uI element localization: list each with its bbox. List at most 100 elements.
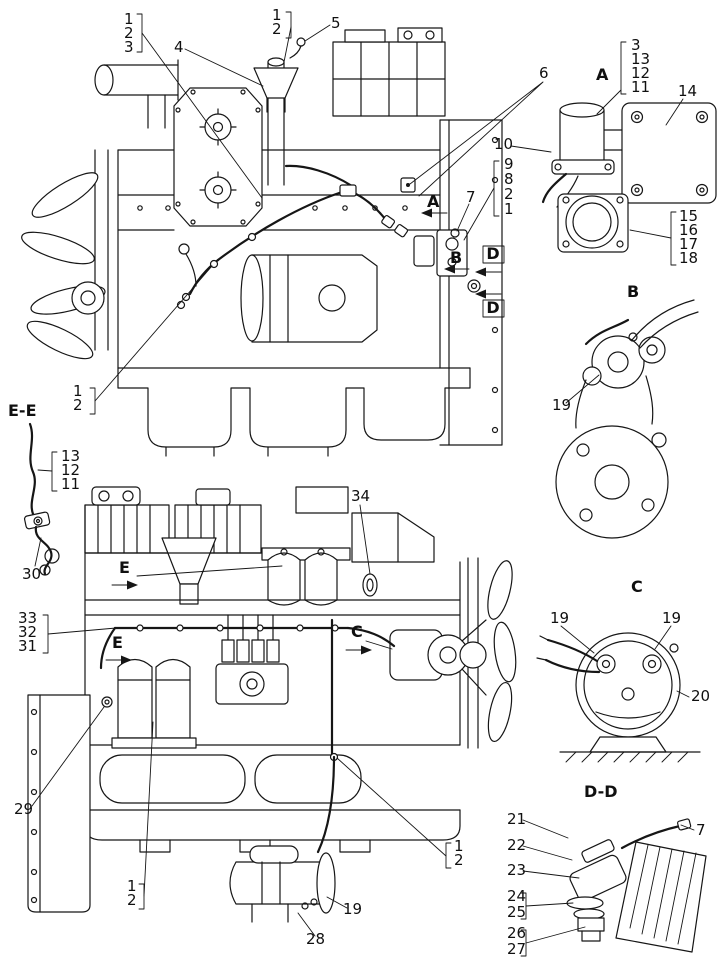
detail-b-label: B <box>627 282 639 301</box>
detail-a-view <box>541 102 717 253</box>
callout-4: 4 <box>174 38 184 56</box>
callout-12: 12 <box>631 64 650 82</box>
callout-5: 5 <box>331 14 341 32</box>
fan-assembly <box>21 149 109 360</box>
callout-20: 20 <box>691 687 710 705</box>
detail-ee-label: E-E <box>8 401 37 420</box>
fuel-filters <box>261 547 351 606</box>
callout-34: 34 <box>351 487 370 505</box>
section-a-arrow-icon <box>421 208 432 218</box>
section-marker-a: A <box>427 192 440 211</box>
callout-10: 10 <box>494 135 513 153</box>
callout-19: 19 <box>662 609 681 627</box>
starter-motor-side <box>240 254 378 343</box>
callout-7: 7 <box>466 188 476 206</box>
leader-lines <box>31 11 695 957</box>
starter-relay <box>541 102 615 208</box>
section-arrows <box>121 208 486 665</box>
callout-27: 27 <box>507 940 526 958</box>
flywheel-housing <box>413 119 503 446</box>
callout-8: 8 <box>504 170 514 188</box>
callout-29: 29 <box>14 800 33 818</box>
hose-clamp-34 <box>362 573 378 597</box>
section-e-arrow-icon <box>121 655 132 665</box>
section-d-arrow-icon <box>475 267 486 277</box>
callout-2: 2 <box>504 185 514 203</box>
callout-1: 1 <box>504 200 514 218</box>
callout-13: 13 <box>61 447 80 465</box>
callout-3: 3 <box>631 36 641 54</box>
section-e-arrow-icon <box>127 580 138 590</box>
flywheel-housing-left <box>27 694 91 913</box>
oil-filler-funnel <box>161 537 217 605</box>
section-marker-b: B <box>450 248 462 267</box>
callout-21: 21 <box>507 810 526 828</box>
callout-14: 14 <box>678 82 697 100</box>
callout-11: 11 <box>61 475 80 493</box>
callout-23: 23 <box>507 861 526 879</box>
section-marker-e: E <box>119 558 130 577</box>
harness-bottom <box>99 618 396 854</box>
relay-mount <box>559 736 701 763</box>
oil-pressure-sensor <box>566 818 692 942</box>
callout-25: 25 <box>507 903 526 921</box>
callout-26: 26 <box>507 924 526 942</box>
detail-c-label: C <box>631 577 643 596</box>
callout-2: 2 <box>272 20 282 38</box>
callout-2: 2 <box>454 851 464 869</box>
callout-2: 2 <box>127 891 137 909</box>
detail-ee-view <box>23 422 60 576</box>
injection-pump <box>215 614 289 705</box>
callout-31: 31 <box>18 637 37 655</box>
callout-18: 18 <box>679 249 698 267</box>
filler-funnel <box>253 37 306 186</box>
callout-19: 19 <box>550 609 569 627</box>
timing-cover <box>173 87 263 227</box>
callout-24: 24 <box>507 887 526 905</box>
intake-assembly <box>332 27 446 117</box>
dipstick <box>178 243 197 287</box>
fan-assembly-right <box>459 557 517 749</box>
detail-dd-view <box>566 818 707 953</box>
oil-filters <box>101 658 197 749</box>
callout-11: 11 <box>631 78 650 96</box>
callout-9: 9 <box>504 155 514 173</box>
inlet-pipe <box>94 59 179 129</box>
wire-and-clip <box>23 422 60 576</box>
detail-b-view <box>555 299 699 539</box>
engine-top-view <box>21 27 503 457</box>
callout-15: 15 <box>679 207 698 225</box>
callout-1: 1 <box>124 10 134 28</box>
detail-a-label: A <box>596 65 609 84</box>
starter-front-face <box>555 425 669 539</box>
callout-12: 12 <box>61 461 80 479</box>
callout-19: 19 <box>343 900 362 918</box>
air-duct <box>295 486 435 563</box>
callout-13: 13 <box>631 50 650 68</box>
section-d-arrow-icon <box>475 289 486 299</box>
compressor <box>389 619 487 696</box>
valve-covers <box>84 486 262 554</box>
callout-2: 2 <box>73 396 83 414</box>
callout-1: 1 <box>454 837 464 855</box>
horn-relay-body <box>575 632 681 738</box>
callout-2: 2 <box>124 24 134 42</box>
section-marker-d: D <box>486 244 499 263</box>
callout-1: 1 <box>272 6 282 24</box>
callout-6: 6 <box>539 64 549 82</box>
callout-32: 32 <box>18 623 37 641</box>
callout-1: 1 <box>127 877 137 895</box>
section-marker-c: C <box>351 622 363 641</box>
starter-solenoid-top <box>575 299 699 429</box>
callout-22: 22 <box>507 836 526 854</box>
mounting-plate <box>603 102 717 204</box>
section-c-arrow-icon <box>361 645 372 655</box>
starter-bottom <box>229 845 336 923</box>
callout-28: 28 <box>306 930 325 948</box>
section-marker-e: E <box>112 633 123 652</box>
callout-labels: 1 2 3 4 1 2 5 6 A 7 9 8 2 1 B D D 1 2 A … <box>8 6 710 958</box>
harness-connectors <box>176 177 416 310</box>
relay-wires <box>536 635 601 674</box>
